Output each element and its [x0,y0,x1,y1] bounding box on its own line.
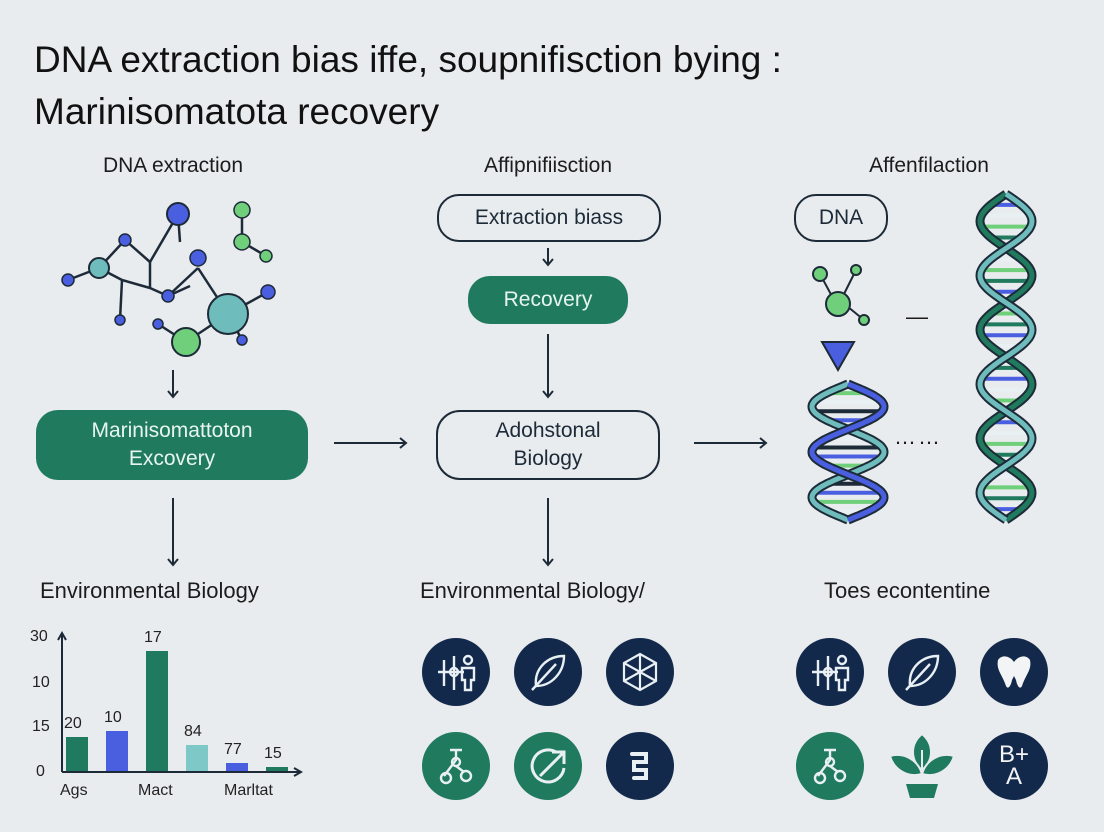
cube-network-icon [606,638,674,706]
bar-value-label: 15 [264,745,282,762]
green-box-line-1: Marinisomattoton [91,419,253,442]
left-column-heading: DNA extraction [102,154,244,177]
dna-helix-large-icon [975,190,1037,524]
y-tick: 30 [30,628,48,645]
arrow-right-icon [694,437,768,449]
bar-value-label: 20 [64,715,82,732]
right-column-heading: Affenfilaction [869,154,989,177]
dna-box: DNA [794,194,888,242]
left-bottom-label: Environmental Biology [40,578,259,603]
x-label: Marltat [224,782,273,799]
element-text-bottom: A [1005,763,1022,790]
ba-element-icon: B+ A [980,732,1048,800]
scale-person-icon [796,638,864,706]
arrow-down-icon [542,498,554,567]
helix-strand-outline [807,379,889,525]
helix-strand [977,191,1035,523]
bar-value-label: 77 [224,741,242,758]
arrow-down-icon [167,498,179,567]
triangle-down-icon [820,341,856,373]
chart-bar [266,767,288,771]
ellipsis-dots: …… [894,424,942,449]
marinisomatota-recovery-box: Marinisomattoton Excovery [36,410,308,480]
tooth-icon [980,638,1048,706]
flask-icon [422,732,490,800]
molecule-icon [61,201,276,357]
middle-column-heading: Affipnifiisction [483,154,612,177]
chart-bar [226,763,248,771]
title-line-2: Marinisomatota recovery [34,91,440,132]
chart-bar [66,737,88,771]
arrow-right-icon [334,437,408,449]
arrow-down-icon [167,370,179,399]
x-label: Mact [138,782,173,799]
helix-strand-outline [807,379,889,525]
helix-strand [809,381,887,523]
leaf-icon [514,638,582,706]
helix-strand [809,381,887,523]
chart-bar [146,651,168,771]
arrow-down-icon [542,334,554,399]
chart-bar [186,745,208,771]
bar-value-label: 10 [104,709,122,726]
chart-bar [106,731,128,771]
page-title: DNA extraction bias iffe, soupnifisction… [34,34,782,138]
bar-value-label: 84 [184,723,202,740]
scale-person-icon [422,638,490,706]
x-label: Ags [60,782,88,799]
green-box-line-2: Excovery [128,447,216,470]
chart-axes [57,630,304,777]
middle-bottom-label: Environmental Biology/ [420,578,646,603]
bar-value-label: 17 [144,629,162,646]
dash-separator: — [906,304,928,329]
element-text-top: B+ [998,741,1030,768]
small-molecule-icon [812,264,870,326]
protein-icon [606,732,674,800]
y-tick: 0 [36,763,45,780]
biology-box-line-2: Biology [513,447,583,470]
extraction-bias-box: Extraction biass [437,194,661,242]
biology-box: Adohstonal Biology [436,410,660,480]
flask-icon [796,732,864,800]
arrow-cycle-icon [514,732,582,800]
y-tick: 10 [32,674,50,691]
arrow-down-icon [542,248,554,267]
right-bottom-label: Toes econtentine [824,578,991,603]
y-tick: 15 [32,718,50,735]
title-line-1: DNA extraction bias iffe, soupnifisction… [34,39,782,80]
dna-helix-small-icon [807,379,889,525]
biology-box-line-1: Adohstonal [495,419,601,442]
plant-icon [886,730,958,802]
leaf-icon [888,638,956,706]
recovery-box: Recovery [468,276,628,324]
